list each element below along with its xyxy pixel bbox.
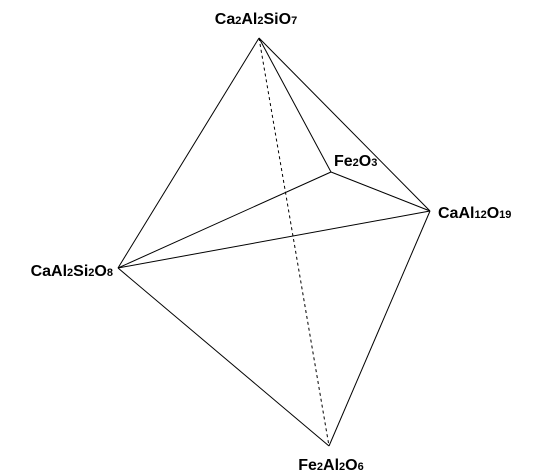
edges-layer bbox=[117, 37, 431, 447]
edge-back-right bbox=[330, 171, 431, 212]
vertex-labels-layer: Ca2Al2SiO7Fe2O3CaAl12O19CaAl2Si2O8Fe2Al2… bbox=[31, 11, 512, 474]
edge-top-right bbox=[258, 37, 431, 212]
vertex-label-back: Fe2O3 bbox=[334, 153, 377, 170]
edge-left-bottom bbox=[117, 267, 330, 447]
vertex-label-top: Ca2Al2SiO7 bbox=[215, 11, 297, 28]
edge-top-back bbox=[258, 37, 332, 173]
vertex-label-right: CaAl12O19 bbox=[438, 205, 511, 222]
edge-top-bottom bbox=[258, 37, 330, 447]
edge-right-bottom bbox=[328, 210, 431, 447]
edge-back-left bbox=[117, 171, 332, 269]
vertex-label-bottom: Fe2Al2O6 bbox=[298, 457, 364, 474]
edge-left-right bbox=[117, 210, 431, 269]
edge-top-left bbox=[117, 37, 260, 269]
vertex-label-left: CaAl2Si2O8 bbox=[31, 263, 113, 280]
